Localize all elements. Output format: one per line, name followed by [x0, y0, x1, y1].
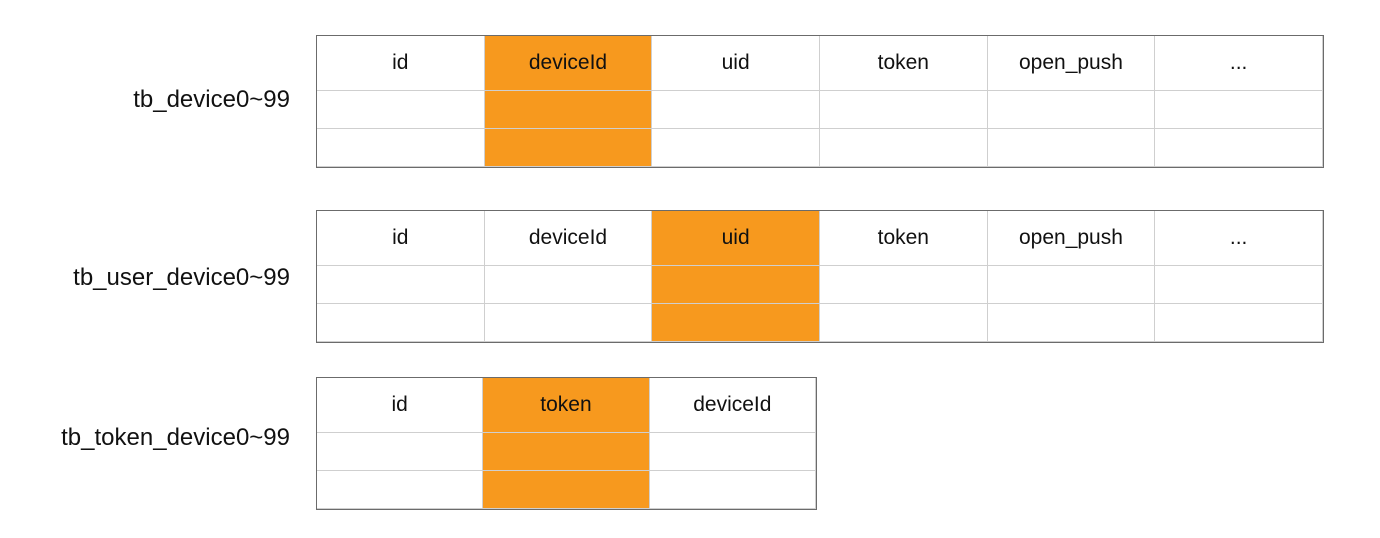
table-cell	[818, 90, 988, 129]
table-tb-user-device: id deviceId uid token open_push ...	[316, 210, 1323, 342]
table-cell	[651, 128, 820, 167]
table-row	[316, 303, 1323, 342]
table-cell	[648, 432, 817, 471]
table-row	[315, 470, 817, 509]
column-header-token: token	[818, 35, 988, 91]
table-cell	[986, 303, 1156, 342]
column-header-open-push: open_push	[986, 210, 1156, 266]
table-cell	[986, 90, 1156, 129]
table-cell	[316, 128, 485, 167]
column-header-deviceid: deviceId	[483, 210, 653, 266]
table-cell	[315, 470, 484, 509]
table-cell	[651, 265, 820, 304]
table-cell	[482, 470, 650, 509]
table-cell	[483, 303, 653, 342]
table-cell	[651, 90, 820, 129]
column-header-token: token	[482, 377, 650, 433]
table-cell	[651, 303, 820, 342]
table-header-row: id deviceId uid token open_push ...	[316, 35, 1323, 91]
column-header-deviceid: deviceId	[648, 377, 817, 433]
column-header-id: id	[316, 210, 485, 266]
table-cell	[648, 470, 817, 509]
table-cell	[316, 303, 485, 342]
table-label-tb-token-device: tb_token_device0~99	[61, 424, 290, 451]
column-header-uid: uid	[651, 210, 820, 266]
table-cell	[1154, 90, 1323, 129]
table-cell	[1154, 265, 1323, 304]
table-row	[316, 90, 1323, 129]
table-cell	[483, 90, 653, 129]
column-header-token: token	[818, 210, 988, 266]
table-cell	[1154, 303, 1323, 342]
table-cell	[1154, 128, 1323, 167]
table-row	[315, 432, 817, 471]
table-cell	[482, 432, 650, 471]
table-label-tb-device: tb_device0~99	[133, 86, 290, 113]
column-header-open-push: open_push	[986, 35, 1156, 91]
column-header-id: id	[316, 35, 485, 91]
table-cell	[316, 90, 485, 129]
table-cell	[818, 265, 988, 304]
table-cell	[483, 265, 653, 304]
table-label-tb-user-device: tb_user_device0~99	[73, 264, 290, 291]
table-header-row: id deviceId uid token open_push ...	[316, 210, 1323, 266]
column-header-deviceid: deviceId	[483, 35, 653, 91]
table-cell	[818, 303, 988, 342]
column-header-ellipsis: ...	[1154, 210, 1323, 266]
table-cell	[315, 432, 484, 471]
table-header-row: id token deviceId	[315, 377, 817, 433]
column-header-uid: uid	[651, 35, 820, 91]
table-tb-device: id deviceId uid token open_push ...	[316, 35, 1323, 167]
column-header-id: id	[315, 377, 484, 433]
table-cell	[818, 128, 988, 167]
table-row	[316, 265, 1323, 304]
table-cell	[986, 128, 1156, 167]
table-cell	[986, 265, 1156, 304]
column-header-ellipsis: ...	[1154, 35, 1323, 91]
table-cell	[316, 265, 485, 304]
table-cell	[483, 128, 653, 167]
table-row	[316, 128, 1323, 167]
table-tb-token-device: id token deviceId	[315, 377, 817, 509]
